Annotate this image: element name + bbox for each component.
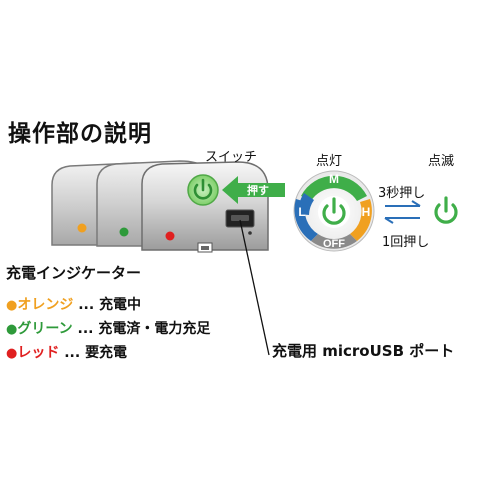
led-red bbox=[165, 231, 175, 241]
device-front bbox=[141, 161, 269, 253]
power-switch[interactable] bbox=[187, 174, 219, 206]
push-label: 押す bbox=[247, 183, 269, 197]
hold3-label: 3秒押し bbox=[378, 186, 426, 201]
press1-label: 1回押し bbox=[382, 235, 430, 250]
indicator-sep: ... bbox=[77, 321, 94, 337]
red-dot-icon: ● bbox=[6, 346, 18, 361]
indicator-row-red: ●レッド ... 要充電 bbox=[6, 342, 127, 362]
indicator-sep: ... bbox=[78, 297, 95, 313]
blink-label: 点滅 bbox=[428, 154, 455, 169]
indicator-desc: 充電済・電力充足 bbox=[98, 321, 211, 337]
usb-port-label: 充電用 microUSB ポート bbox=[272, 342, 455, 360]
indicator-name: オレンジ bbox=[17, 297, 74, 313]
indicator-desc: 充電中 bbox=[99, 297, 142, 313]
orange-dot-icon: ● bbox=[6, 298, 18, 313]
push-arrow bbox=[222, 176, 285, 204]
indicator-name: レッド bbox=[17, 345, 60, 361]
mode-dial bbox=[293, 170, 375, 252]
indicator-row-green: ●グリーン ... 充電済・電力充足 bbox=[6, 318, 210, 338]
blink-power-icon bbox=[430, 195, 462, 227]
dial-label-l: L bbox=[298, 205, 305, 219]
exchange-arrows bbox=[384, 200, 421, 224]
switch-label: スイッチ bbox=[205, 150, 258, 165]
indicator-desc: 要充電 bbox=[85, 345, 128, 361]
indicator-name: グリーン bbox=[17, 321, 73, 337]
indicator-row-orange: ●オレンジ ... 充電中 bbox=[6, 294, 141, 314]
port-pointer-line bbox=[239, 219, 270, 356]
usb-port bbox=[225, 209, 255, 235]
dial-label-off: OFF bbox=[323, 238, 345, 250]
lit-label: 点灯 bbox=[316, 154, 343, 169]
dial-label-h: H bbox=[362, 205, 371, 219]
indicator-sep: ... bbox=[64, 345, 81, 361]
led-green bbox=[119, 227, 129, 237]
led-orange bbox=[77, 223, 87, 233]
indicator-title: 充電インジケーター bbox=[6, 264, 142, 282]
green-dot-icon: ● bbox=[6, 322, 18, 337]
page-title: 操作部の説明 bbox=[8, 121, 152, 147]
dial-label-m: M bbox=[329, 172, 339, 186]
